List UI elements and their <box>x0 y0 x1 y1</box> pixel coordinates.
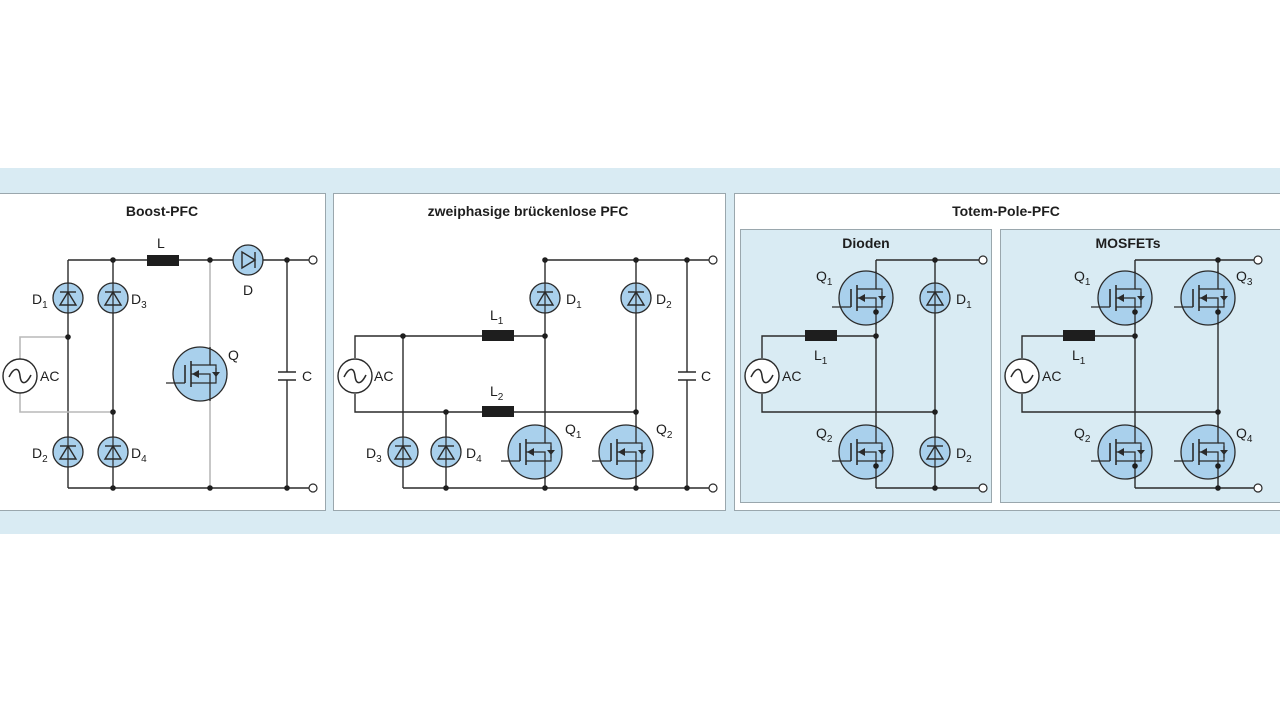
dioden-ac-source <box>744 358 780 394</box>
bridgeless-ac-source <box>337 358 373 394</box>
dioden-label-d2: D2 <box>956 445 972 465</box>
boost-label-d4: D4 <box>131 445 147 465</box>
boost-junctions <box>65 257 290 491</box>
boost-ac-source <box>2 358 38 394</box>
bridgeless-label-l1: L1 <box>490 307 504 327</box>
mosfets-output-terminal-top <box>1253 255 1263 265</box>
dioden-label-d1: D1 <box>956 291 972 311</box>
boost-diode-d4 <box>97 436 129 468</box>
dioden-wires <box>761 259 980 489</box>
boost-diode-d1 <box>52 282 84 314</box>
mosfets-label-ac: AC <box>1042 368 1061 384</box>
boost-wires <box>19 259 310 489</box>
dioden-mosfet-q1 <box>831 270 894 326</box>
dioden-label-q1: Q1 <box>816 268 833 288</box>
bridgeless-junctions <box>400 257 690 491</box>
mosfets-label-l1: L1 <box>1072 347 1086 367</box>
boost-diode-d <box>232 244 264 276</box>
bridgeless-diode-d1 <box>529 282 561 314</box>
dioden-output-terminal-bottom <box>978 483 988 493</box>
boost-label-d: D <box>243 282 253 298</box>
mosfets-junctions <box>1132 257 1221 491</box>
bridgeless-diode-d2 <box>620 282 652 314</box>
boost-label-d3: D3 <box>131 291 147 311</box>
dioden-output-terminal-top <box>978 255 988 265</box>
mosfets-label-q2: Q2 <box>1074 425 1091 445</box>
bridgeless-label-d1: D1 <box>566 291 582 311</box>
dioden-label-q2: Q2 <box>816 425 833 445</box>
boost-label-c: C <box>302 368 312 384</box>
dioden-title: Dioden <box>842 235 889 251</box>
dioden-junctions <box>873 257 938 491</box>
bridgeless-label-q2: Q2 <box>656 421 673 441</box>
bridgeless-inductor-l2 <box>482 406 514 417</box>
boost-mosfet-q <box>165 346 228 402</box>
boost-label-d2: D2 <box>32 445 48 465</box>
bridgeless-diode-d3 <box>387 436 419 468</box>
dioden-diode-d2 <box>919 436 951 468</box>
mosfets-output-terminal-bottom <box>1253 483 1263 493</box>
mosfets-label-q3: Q3 <box>1236 268 1253 288</box>
totem-title: Totem-Pole-PFC <box>952 203 1060 219</box>
bridgeless-label-d4: D4 <box>466 445 482 465</box>
boost-label-d1: D1 <box>32 291 48 311</box>
bridgeless-label-ac: AC <box>374 368 393 384</box>
mosfets-title: MOSFETs <box>1095 235 1160 251</box>
bridgeless-title: zweiphasige brückenlose PFC <box>428 203 629 219</box>
boost-output-terminal-top <box>308 255 318 265</box>
bridgeless-label-c: C <box>701 368 711 384</box>
dioden-inductor-l1 <box>805 330 837 341</box>
boost-label-ac: AC <box>40 368 59 384</box>
mosfets-label-q4: Q4 <box>1236 425 1253 445</box>
boost-output-terminal-bottom <box>308 483 318 493</box>
mosfets-mosfet-q4 <box>1173 424 1236 480</box>
bridgeless-inductor-l1 <box>482 330 514 341</box>
dioden-mosfet-q2 <box>831 424 894 480</box>
boost-inductor-l <box>147 255 179 266</box>
mosfets-mosfet-q2 <box>1090 424 1153 480</box>
bridgeless-label-q1: Q1 <box>565 421 582 441</box>
dioden-label-ac: AC <box>782 368 801 384</box>
bridgeless-mosfet-q1 <box>500 424 563 480</box>
bridgeless-label-d2: D2 <box>656 291 672 311</box>
bridgeless-label-l2: L2 <box>490 383 504 403</box>
mosfets-mosfet-q1 <box>1090 270 1153 326</box>
boost-label-q: Q <box>228 347 239 363</box>
bridgeless-output-terminal-bottom <box>708 483 718 493</box>
boost-title: Boost-PFC <box>126 203 198 219</box>
dioden-diode-d1 <box>919 282 951 314</box>
mosfets-wires <box>1021 259 1255 489</box>
bridgeless-label-d3: D3 <box>366 445 382 465</box>
bridgeless-mosfet-q2 <box>591 424 654 480</box>
mosfets-label-q1: Q1 <box>1074 268 1091 288</box>
dioden-label-l1: L1 <box>814 347 828 367</box>
boost-diode-d3 <box>97 282 129 314</box>
mosfets-mosfet-q3 <box>1173 270 1236 326</box>
mosfets-ac-source <box>1004 358 1040 394</box>
boost-label-l: L <box>157 235 165 251</box>
mosfets-inductor-l1 <box>1063 330 1095 341</box>
boost-diode-d2 <box>52 436 84 468</box>
bridgeless-diode-d4 <box>430 436 462 468</box>
bridgeless-output-terminal-top <box>708 255 718 265</box>
